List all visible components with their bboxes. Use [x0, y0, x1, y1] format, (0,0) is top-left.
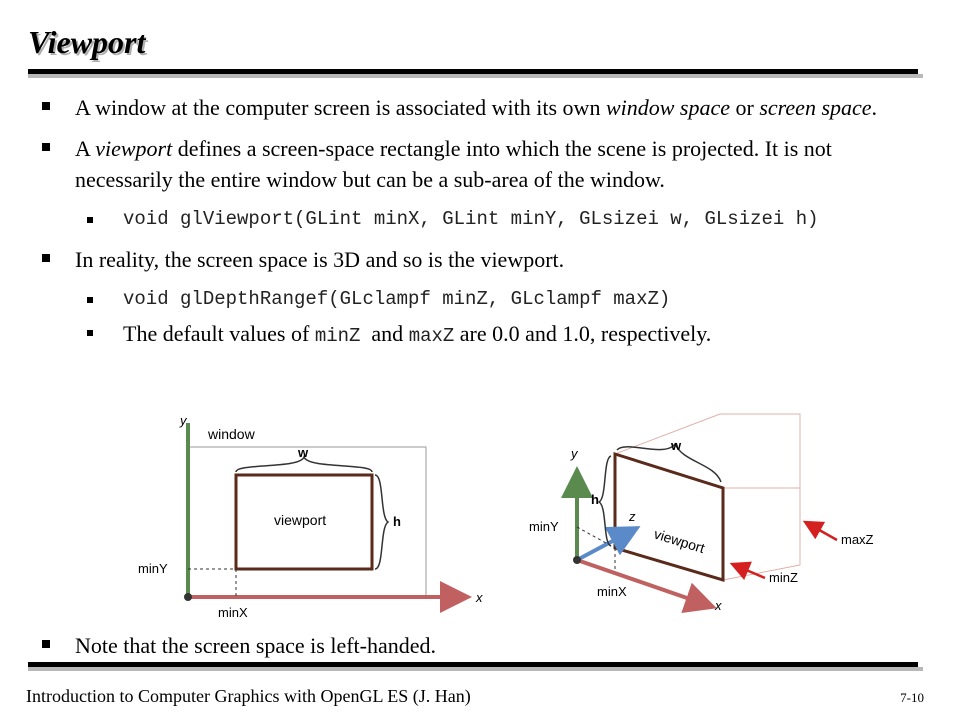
viewport-3d-diagram: y x z w h viewport minY minX minZ maxZ: [529, 413, 874, 613]
window-label: window: [207, 426, 256, 442]
footer-page-number: 7-10: [900, 690, 924, 705]
w-brace: [235, 454, 373, 473]
miny-label: minY: [138, 561, 168, 576]
page-title: Viewport: [28, 24, 146, 60]
h-label: h: [393, 514, 401, 529]
h-brace: [374, 474, 390, 570]
bullet-window-space: A window at the computer screen is assoc…: [42, 92, 922, 123]
x-label-3d: x: [714, 598, 722, 613]
viewport-rect: [234, 473, 374, 571]
w-label-3d: w: [670, 438, 682, 453]
bullet-3d-screen-space: In reality, the screen space is 3D and s…: [42, 244, 922, 275]
maxz-label-3d: maxZ: [841, 532, 874, 547]
z-label-3d: z: [628, 509, 636, 524]
depth-box-back: [614, 413, 801, 565]
h-brace-3d: [597, 455, 612, 547]
origin-dot: [184, 593, 192, 601]
w-brace-3d: [616, 442, 722, 483]
w-label: w: [297, 445, 309, 460]
bullet-left-handed: Note that the screen space is left-hande…: [42, 630, 436, 661]
title-rule-shadow: [28, 74, 923, 78]
x-label: x: [475, 590, 483, 605]
y-label: y: [179, 413, 188, 428]
title-rule: [28, 69, 918, 74]
viewport-label-3d: viewport: [652, 526, 707, 557]
minx-label: minX: [218, 605, 248, 620]
z-axis-3d: [576, 526, 641, 562]
bullet-default-values: The default values of minZ and maxZ are …: [75, 318, 922, 352]
minz-label-3d: minZ: [769, 570, 798, 585]
origin-dot-3d: [573, 556, 581, 564]
bullet-glviewport-code: void glViewport(GLint minX, GLint minY, …: [75, 205, 853, 234]
viewport-label: viewport: [274, 512, 326, 528]
bullet-list: A window at the computer screen is assoc…: [42, 92, 922, 356]
bullet-viewport-definition: A viewport defines a screen-space rectan…: [42, 133, 922, 195]
footer-rule-shadow: [28, 667, 923, 671]
miny-label-3d: minY: [529, 519, 559, 534]
x-axis-3d: [576, 558, 717, 613]
viewport-3d-rect: [613, 451, 725, 583]
footer-course-title: Introduction to Computer Graphics with O…: [26, 686, 471, 706]
minz-arrow: [729, 561, 766, 581]
maxz-arrow: [802, 520, 838, 542]
y-label-3d: y: [570, 446, 579, 461]
minx-label-3d: minX: [597, 584, 627, 599]
viewport-2d-diagram: y x window w h viewport minY minX: [138, 413, 483, 620]
footer-rule: [28, 662, 918, 667]
h-label-3d: h: [591, 492, 599, 507]
bullet-gldepthrange-code: void glDepthRangef(GLclampf minZ, GLclam…: [75, 285, 922, 314]
